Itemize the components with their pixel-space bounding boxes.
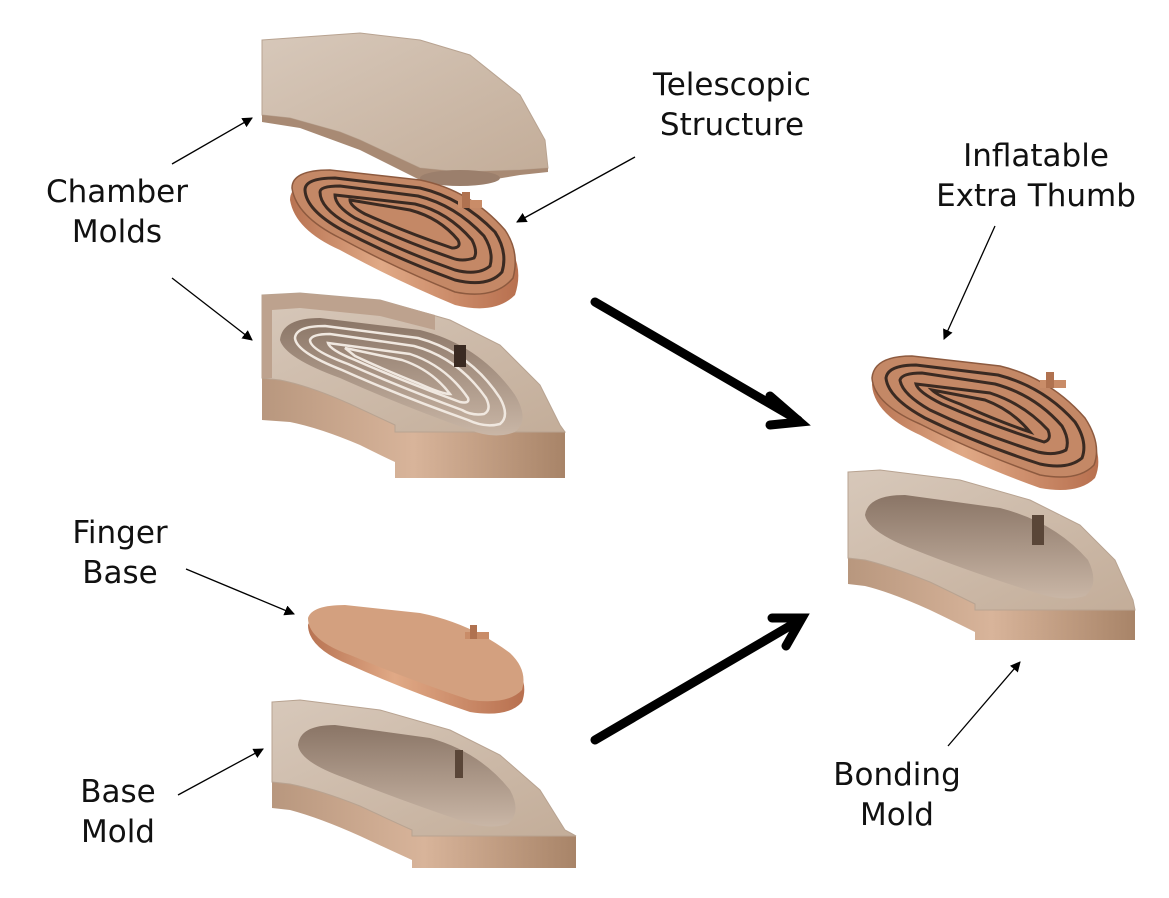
- label-telescopic-structure: Telescopic Structure: [640, 65, 824, 145]
- chamber-mold-base: [261, 292, 566, 478]
- chamber-molds-arrow-top: [171, 117, 253, 165]
- base-mold-part: [271, 699, 577, 868]
- label-finger-base-line2: Base: [82, 555, 158, 591]
- label-base-mold: Base Mold: [60, 772, 176, 852]
- label-base-mold-line2: Mold: [80, 814, 155, 850]
- label-base-mold-line1: Base: [80, 774, 156, 810]
- finger-base-arrow: [185, 568, 295, 616]
- finger-base-part: [308, 605, 525, 714]
- label-finger-base: Finger Base: [60, 513, 180, 593]
- bonding-mold-arrow: [947, 661, 1021, 747]
- label-chamber-molds-line1: Chamber: [46, 174, 188, 210]
- label-bonding-mold-line2: Mold: [859, 797, 934, 833]
- label-chamber-molds-line2: Molds: [71, 214, 163, 250]
- label-inflatable-extra-thumb-line2: Extra Thumb: [936, 178, 1136, 214]
- label-inflatable-extra-thumb: Inflatable Extra Thumb: [924, 136, 1148, 216]
- inflatable-extra-thumb-part: [871, 355, 1099, 491]
- label-telescopic-structure-line1: Telescopic: [653, 67, 811, 103]
- label-finger-base-line1: Finger: [72, 515, 168, 551]
- base-mold-arrow: [177, 748, 264, 796]
- label-telescopic-structure-line2: Structure: [659, 107, 805, 143]
- label-chamber-molds: Chamber Molds: [40, 172, 194, 252]
- label-bonding-mold-line1: Bonding: [833, 757, 961, 793]
- telescopic-structure-part: [290, 169, 519, 309]
- callout-arrows: [171, 117, 1021, 796]
- chamber-mold-lid: [261, 32, 549, 186]
- telescopic-structure-arrow: [516, 156, 636, 223]
- top-process-arrow: [590, 297, 811, 430]
- inflatable-extra-thumb-arrow: [943, 225, 996, 340]
- bottom-process-arrow: [590, 613, 810, 745]
- bonding-mold-part: [847, 469, 1136, 640]
- label-bonding-mold: Bonding Mold: [822, 755, 972, 835]
- label-inflatable-extra-thumb-line1: Inflatable: [963, 138, 1109, 174]
- process-arrows: [590, 297, 811, 745]
- chamber-molds-arrow-bottom: [171, 277, 253, 341]
